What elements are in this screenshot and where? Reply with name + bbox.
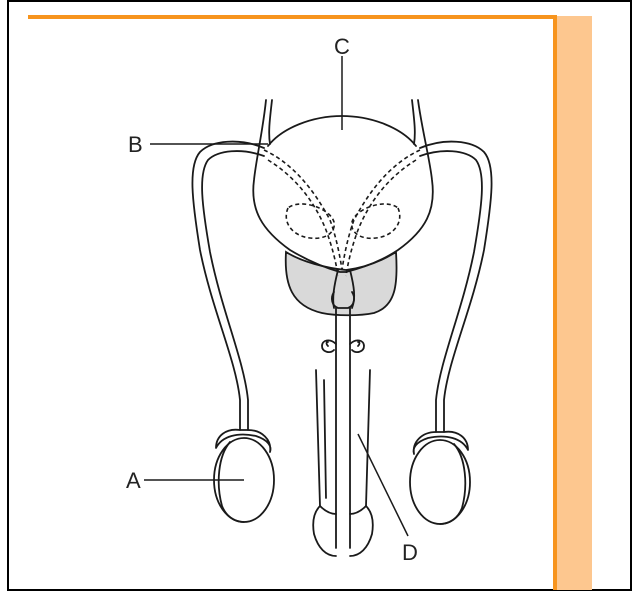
label-a: A (126, 468, 141, 493)
label-d: D (402, 540, 418, 565)
orange-top-line (28, 15, 556, 19)
label-c: C (334, 34, 350, 59)
orange-corner-line (553, 15, 557, 590)
label-b: B (128, 132, 143, 157)
orange-side-bar (556, 16, 592, 590)
